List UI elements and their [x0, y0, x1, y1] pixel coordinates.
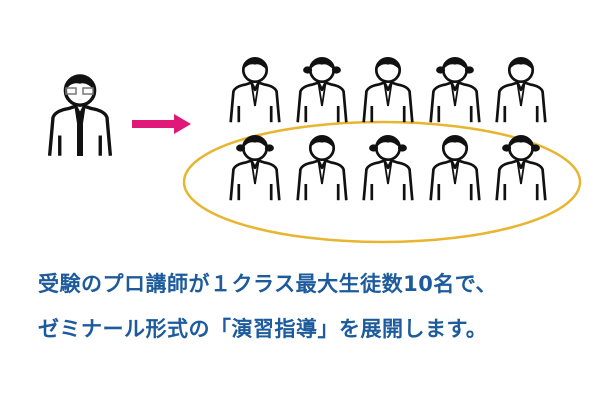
students-row-2: [231, 134, 546, 202]
student-girl: [298, 58, 347, 122]
students-row-1: [229, 56, 547, 124]
teacher-figure: [47, 73, 113, 158]
student-boy: [229, 56, 281, 124]
caption-line-1: 受験のプロ講師が１クラス最大生徒数10名で、: [38, 272, 497, 296]
caption-line-2: ゼミナール形式の「演習指導」を展開します。: [38, 317, 488, 341]
student-boy: [296, 134, 348, 202]
student-girl: [497, 136, 546, 200]
glasses-icon: [65, 87, 77, 95]
student-girl: [364, 136, 413, 200]
illustration: [47, 56, 582, 244]
necktie: [77, 112, 83, 156]
student-boy: [429, 134, 481, 202]
class-group-ellipse: [182, 120, 582, 244]
arrow-icon: [132, 114, 191, 134]
student-girl: [431, 58, 480, 122]
student-boy: [362, 56, 414, 124]
caption: 受験のプロ講師が１クラス最大生徒数10名で、 ゼミナール形式の「演習指導」を展開…: [38, 262, 497, 352]
student-girl: [231, 136, 280, 200]
student-boy: [495, 56, 547, 124]
